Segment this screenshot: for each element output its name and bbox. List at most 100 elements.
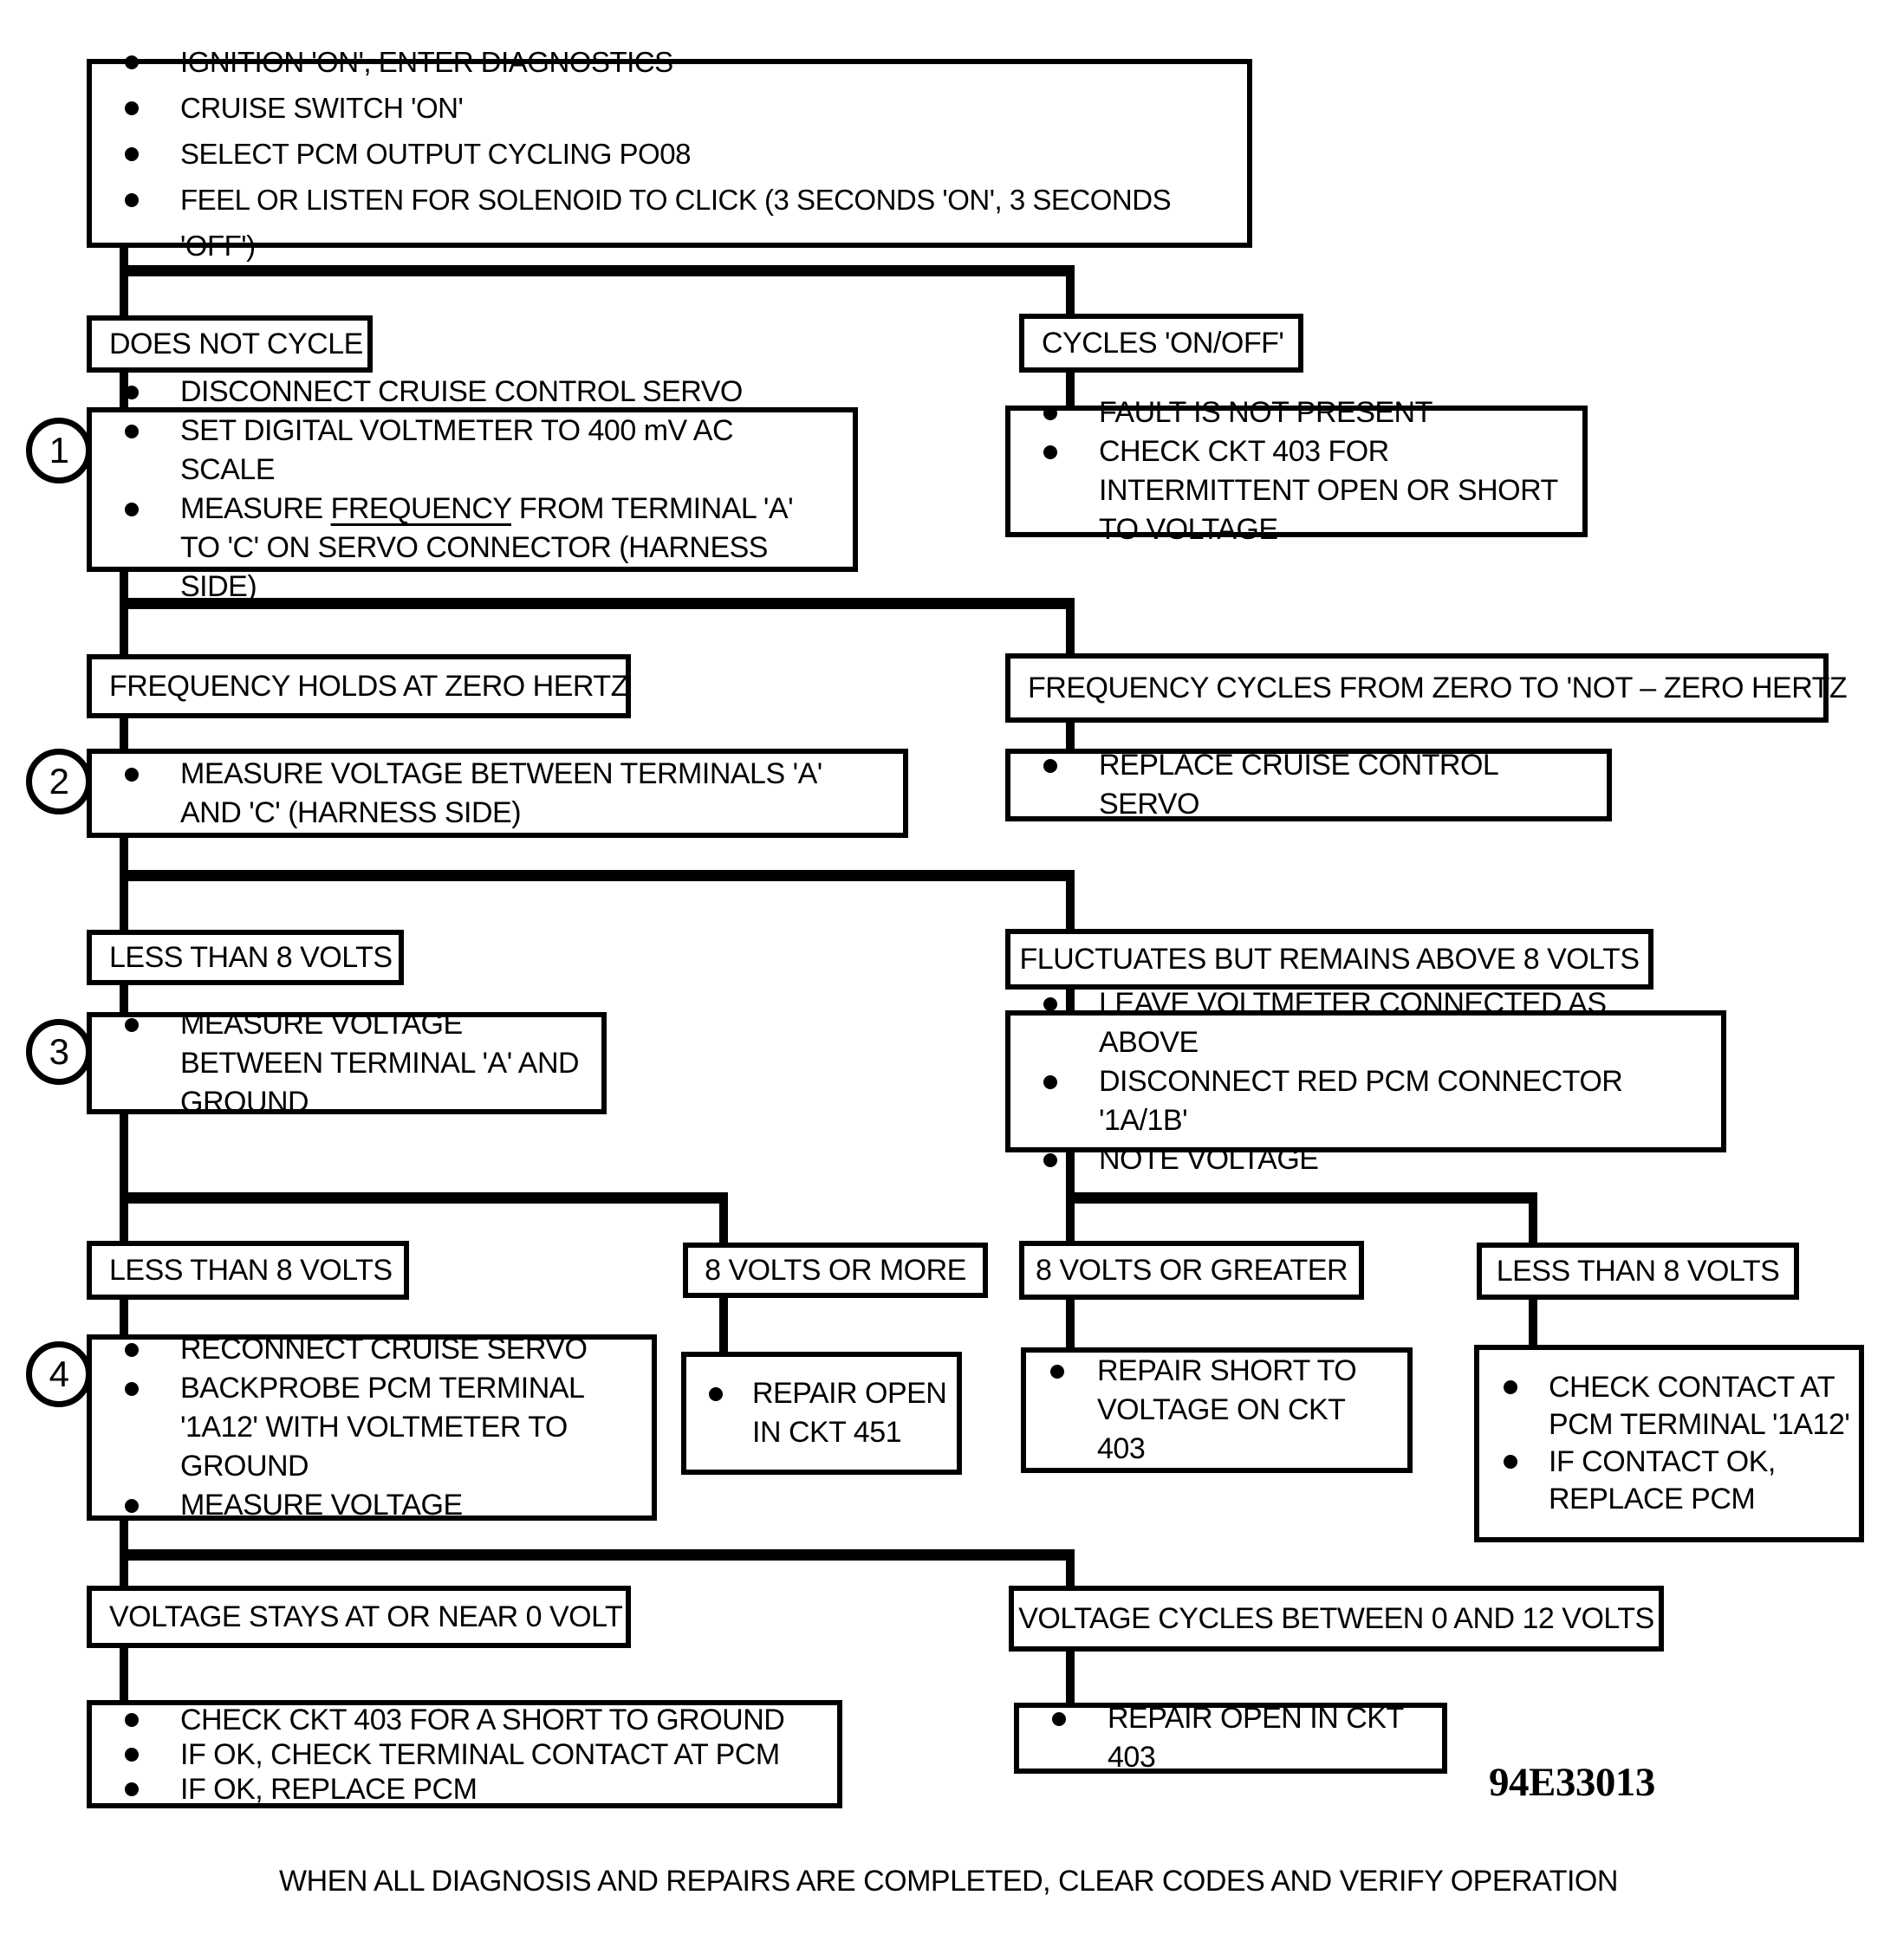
connector-v: [120, 985, 128, 1012]
bullet-icon: [1043, 1152, 1057, 1167]
connector-v: [120, 1648, 128, 1700]
bullet-icon: [1043, 1074, 1057, 1089]
node-fluctuates-above-8v: FLUCTUATES BUT REMAINS ABOVE 8 VOLTS: [1005, 929, 1653, 990]
connector-h: [120, 1549, 1075, 1561]
node-label: 8 VOLTS OR GREATER: [1035, 1253, 1348, 1287]
node-check-ckt-403-ground: CHECK CKT 403 FOR A SHORT TO GROUND IF O…: [87, 1700, 842, 1808]
bullet-icon: [1043, 445, 1057, 459]
bullet-text: IGNITION 'ON', ENTER DIAGNOSTICS: [180, 45, 673, 78]
bullet-text: FEEL OR LISTEN FOR SOLENOID TO CLICK (3 …: [180, 183, 1172, 262]
bullet-text: SELECT PCM OUTPUT CYCLING PO08: [180, 137, 691, 170]
connector-v: [719, 1298, 728, 1352]
bullet-icon: [125, 1782, 139, 1796]
node-voltage-near-0: VOLTAGE STAYS AT OR NEAR 0 VOLT: [87, 1586, 631, 1648]
connector-v: [1066, 373, 1075, 406]
bullet-text: MEASURE VOLTAGE BETWEEN TERMINAL 'A' AND…: [180, 1007, 580, 1119]
list-item: REPAIR SHORT TO VOLTAGE ON CKT 403: [1026, 1352, 1399, 1469]
connector-v: [120, 373, 128, 407]
bullet-icon: [125, 1499, 139, 1513]
list-item: SET DIGITAL VOLTMETER TO 400 mV AC SCALE: [92, 412, 832, 490]
connector-h: [120, 265, 1075, 276]
bullet-icon: [125, 55, 139, 69]
node-label: FREQUENCY CYCLES FROM ZERO TO 'NOT – ZER…: [1028, 671, 1848, 704]
bullet-text: CHECK CKT 403 FOR INTERMITTENT OPEN OR S…: [1099, 435, 1558, 546]
list-item: LEAVE VOLTMETER CONNECTED AS ABOVE: [1010, 984, 1700, 1062]
bullet-icon: [125, 146, 139, 161]
list-item: NOTE VOLTAGE: [1010, 1140, 1700, 1179]
bullet-icon: [125, 503, 139, 516]
list-item: MEASURE VOLTAGE BETWEEN TERMINALS 'A' AN…: [92, 755, 882, 833]
step-number-3: 3: [26, 1019, 92, 1085]
bullet-text: CHECK CONTACT AT PCM TERMINAL '1A12': [1549, 1371, 1850, 1441]
step-number-1: 1: [26, 418, 92, 484]
bullet-icon: [125, 425, 139, 438]
bullet-text: NOTE VOLTAGE: [1099, 1142, 1319, 1176]
bullet-text: IF OK, REPLACE PCM: [180, 1772, 477, 1806]
bullet-text: REPLACE CRUISE CONTROL SERVO: [1099, 749, 1498, 821]
bullet-icon: [1504, 1455, 1517, 1469]
list-item: FEEL OR LISTEN FOR SOLENOID TO CLICK (3 …: [92, 177, 1226, 269]
node-step3: MEASURE VOLTAGE BETWEEN TERMINAL 'A' AND…: [87, 1008, 607, 1119]
node-less-8v-a: LESS THAN 8 VOLTS: [87, 930, 404, 985]
list-item: REPLACE CRUISE CONTROL SERVO: [1010, 746, 1586, 824]
bullet-icon: [125, 1017, 139, 1032]
connector-v: [120, 838, 128, 930]
bullet-icon: [1504, 1380, 1517, 1394]
figure-code: 94E33013: [1489, 1760, 1655, 1805]
bullet-text: DISCONNECT RED PCM CONNECTOR '1A/1B': [1099, 1064, 1623, 1137]
list-item: DISCONNECT RED PCM CONNECTOR '1A/1B': [1010, 1062, 1700, 1140]
step-number-4: 4: [26, 1341, 92, 1407]
bullet-icon: [125, 767, 139, 782]
node-repair-open-451: REPAIR OPEN IN CKT 451: [681, 1352, 962, 1475]
connector-v: [120, 1300, 128, 1334]
connector-v: [120, 572, 128, 654]
bullet-text: LEAVE VOLTMETER CONNECTED AS ABOVE: [1099, 986, 1607, 1059]
bullet-text: SET DIGITAL VOLTMETER TO 400 mV AC SCALE: [180, 414, 734, 486]
node-less-8v-b: LESS THAN 8 VOLTS: [87, 1241, 409, 1300]
list-item: DISCONNECT CRUISE CONTROL SERVO: [92, 373, 832, 412]
node-cycles-on-off: CYCLES 'ON/OFF': [1019, 314, 1303, 373]
connector-v: [1066, 1652, 1075, 1703]
connector-h: [120, 1192, 728, 1204]
node-freq-cycles: FREQUENCY CYCLES FROM ZERO TO 'NOT – ZER…: [1005, 653, 1848, 723]
connector-v: [1529, 1300, 1537, 1345]
bullet-text: MEASURE VOLTAGE BETWEEN TERMINALS 'A' AN…: [180, 756, 822, 829]
node-leave-voltmeter: LEAVE VOLTMETER CONNECTED AS ABOVE DISCO…: [1005, 987, 1726, 1176]
node-fault-not-present: FAULT IS NOT PRESENT CHECK CKT 403 FOR I…: [1005, 396, 1588, 546]
bullet-icon: [125, 192, 139, 207]
connector-v: [120, 1114, 128, 1241]
connector-v: [1066, 723, 1075, 749]
node-label: DOES NOT CYCLE: [109, 327, 363, 360]
list-item: MEASURE VOLTAGE BETWEEN TERMINAL 'A' AND…: [92, 1005, 581, 1122]
list-item: CHECK CONTACT AT PCM TERMINAL '1A12': [1479, 1369, 1850, 1444]
list-item: IF OK, REPLACE PCM: [92, 1772, 816, 1807]
bullet-text: CHECK CKT 403 FOR A SHORT TO GROUND: [180, 1703, 785, 1736]
node-label: FLUCTUATES BUT REMAINS ABOVE 8 VOLTS: [1019, 942, 1640, 976]
bullet-icon: [1052, 1712, 1066, 1726]
connector-v: [1066, 870, 1075, 929]
bullet-text: CRUISE SWITCH 'ON': [180, 91, 464, 124]
connector-v: [1066, 1300, 1075, 1347]
bullet-text: REPAIR OPEN IN CKT 451: [752, 1377, 947, 1449]
node-repair-short-403: REPAIR SHORT TO VOLTAGE ON CKT 403: [1021, 1347, 1413, 1473]
bullet-icon: [1050, 1365, 1064, 1379]
connector-v: [1066, 265, 1075, 314]
connector-v: [719, 1192, 728, 1243]
node-start: IGNITION 'ON', ENTER DIAGNOSTICS CRUISE …: [87, 46, 1252, 262]
list-item: IGNITION 'ON', ENTER DIAGNOSTICS: [92, 39, 1226, 85]
node-label: 8 VOLTS OR MORE: [705, 1253, 966, 1287]
list-item: IF CONTACT OK, REPLACE PCM: [1479, 1444, 1850, 1518]
node-label: CYCLES 'ON/OFF': [1042, 326, 1284, 360]
node-check-contact-1a12: CHECK CONTACT AT PCM TERMINAL '1A12' IF …: [1474, 1345, 1864, 1542]
bullet-text: MEASURE VOLTAGE: [180, 1489, 463, 1522]
connector-v: [1066, 990, 1075, 1010]
node-freq-holds-zero: FREQUENCY HOLDS AT ZERO HERTZ: [87, 654, 631, 718]
bullet-icon: [125, 101, 139, 115]
connector-v: [1066, 1549, 1075, 1586]
bullet-icon: [125, 1382, 139, 1396]
list-item: CRUISE SWITCH 'ON': [92, 85, 1226, 131]
connector-v: [1066, 598, 1075, 653]
list-item: REPAIR OPEN IN CKT 451: [686, 1374, 948, 1452]
bullet-icon: [1043, 996, 1057, 1011]
